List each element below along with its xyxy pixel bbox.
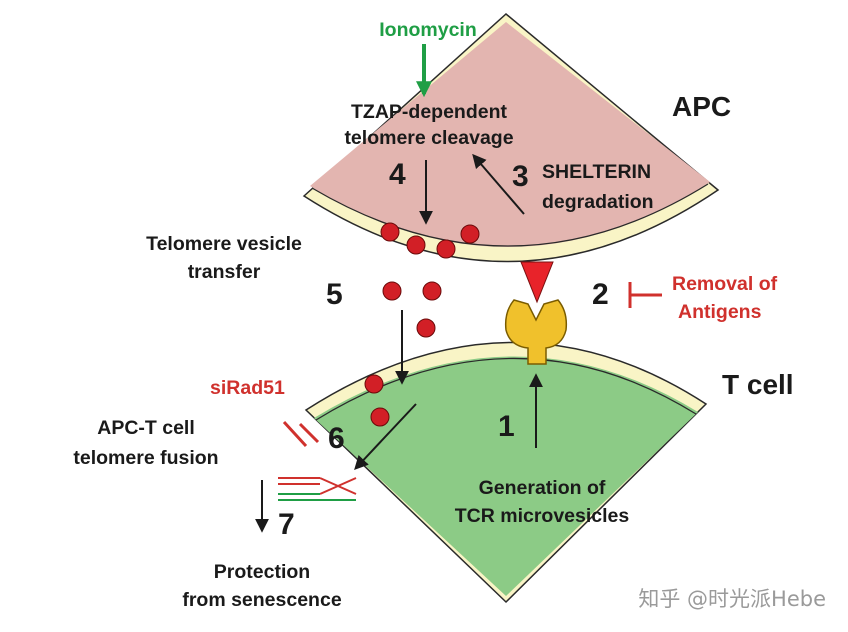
- vesicle: [406, 235, 426, 255]
- vesicle: [460, 224, 480, 244]
- step-6: 6: [328, 422, 345, 455]
- step-2: 2: [592, 278, 609, 311]
- apc-cytoplasm: [310, 22, 710, 248]
- fusion-label-line2: telomere fusion: [73, 447, 218, 469]
- vesicle: [380, 222, 400, 242]
- inhibit-removal-of-antigens: [628, 282, 662, 308]
- telomere-fusion-strands: [278, 477, 357, 501]
- generation-label-line1: Generation of: [479, 477, 606, 499]
- apc-label: APC: [672, 91, 731, 122]
- vesicle-transfer-label-line2: transfer: [188, 261, 261, 283]
- shelterin-label-line2: degradation: [542, 191, 654, 213]
- t-cell-label: T cell: [722, 369, 794, 400]
- tzap-label-line2: telomere cleavage: [344, 127, 513, 149]
- tcr-receptor: [504, 299, 568, 365]
- shelterin-label-line1: SHELTERIN: [542, 161, 651, 183]
- vesicle: [422, 281, 442, 301]
- step-1: 1: [498, 410, 515, 443]
- t-cell-inner-edge: [315, 357, 697, 421]
- vesicle: [382, 281, 402, 301]
- apc-inner-edge: [311, 183, 709, 247]
- step-3: 3: [512, 160, 529, 193]
- watermark: 知乎 @时光派Hebe: [638, 587, 826, 611]
- arrow-step-3: [472, 153, 525, 215]
- protection-label-line2: from senescence: [182, 589, 341, 611]
- ionomycin-label: Ionomycin: [379, 19, 477, 41]
- sirad51-label: siRad51: [210, 377, 285, 399]
- step-7: 7: [278, 508, 295, 541]
- removal-label-line2: Antigens: [678, 301, 762, 323]
- vesicle-transfer-label-line1: Telomere vesicle: [146, 233, 302, 255]
- apc-cell: [302, 13, 720, 263]
- vesicle: [364, 374, 384, 394]
- vesicle: [416, 318, 436, 338]
- fusion-label-line1: APC-T cell: [97, 417, 195, 439]
- t-cell-cytoplasm: [314, 356, 698, 596]
- inhibit-sirad51: [282, 420, 320, 448]
- vesicles: [364, 222, 480, 427]
- tzap-label-line1: TZAP-dependent: [351, 101, 507, 123]
- antigen-triangle: [520, 261, 554, 304]
- step-4: 4: [389, 158, 406, 191]
- vesicle: [436, 239, 456, 259]
- removal-label-line1: Removal of: [672, 273, 778, 295]
- arrows: [255, 153, 543, 533]
- generation-label-line2: TCR microvesicles: [455, 505, 630, 527]
- vesicle: [370, 407, 390, 427]
- protection-label-line1: Protection: [214, 561, 310, 583]
- step-5: 5: [326, 278, 343, 311]
- arrow-step-6: [354, 403, 417, 471]
